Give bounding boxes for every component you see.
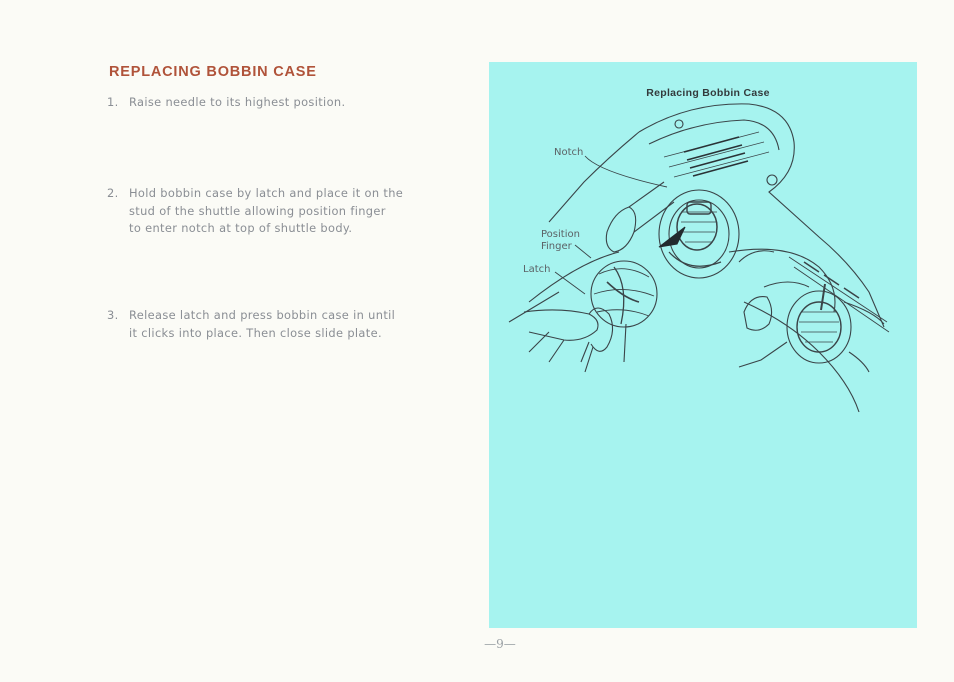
callout-latch: Latch (523, 264, 551, 275)
section-heading: REPLACING BOBBIN CASE (109, 64, 317, 80)
step-line: stud of the shuttle allowing position fi… (129, 203, 386, 218)
instruction-step-2: 2. Hold bobbin case by latch and place it… (107, 185, 447, 238)
step-line: 3. Release latch and press bobbin case in… (107, 307, 447, 325)
step-number: 2. (107, 186, 119, 200)
instruction-step-3: 3. Release latch and press bobbin case in… (107, 307, 447, 342)
step-line: 2. Hold bobbin case by latch and place it… (107, 185, 447, 203)
step-text: Release latch and press bobbin case in u… (129, 308, 396, 322)
illustration-panel: Replacing Bobbin Case Notch Position Fin… (489, 62, 917, 628)
callout-position: Position (541, 229, 580, 240)
step-text: Raise needle to its highest position. (129, 95, 346, 109)
step-text: Hold bobbin case by latch and place it o… (129, 186, 404, 200)
instruction-step-1: 1. Raise needle to its highest position. (107, 94, 447, 112)
step-number: 1. (107, 95, 119, 109)
bobbin-case-illustration (508, 103, 890, 413)
step-number: 3. (107, 308, 119, 322)
page-number: —9— (484, 637, 516, 651)
callout-notch: Notch (554, 147, 584, 158)
callout-finger: Finger (541, 241, 572, 252)
step-line: it clicks into place. Then close slide p… (129, 325, 382, 340)
step-line: 1. Raise needle to its highest position. (107, 94, 447, 112)
figure-title: Replacing Bobbin Case (646, 87, 770, 99)
step-line: to enter notch at top of shuttle body. (129, 221, 353, 235)
